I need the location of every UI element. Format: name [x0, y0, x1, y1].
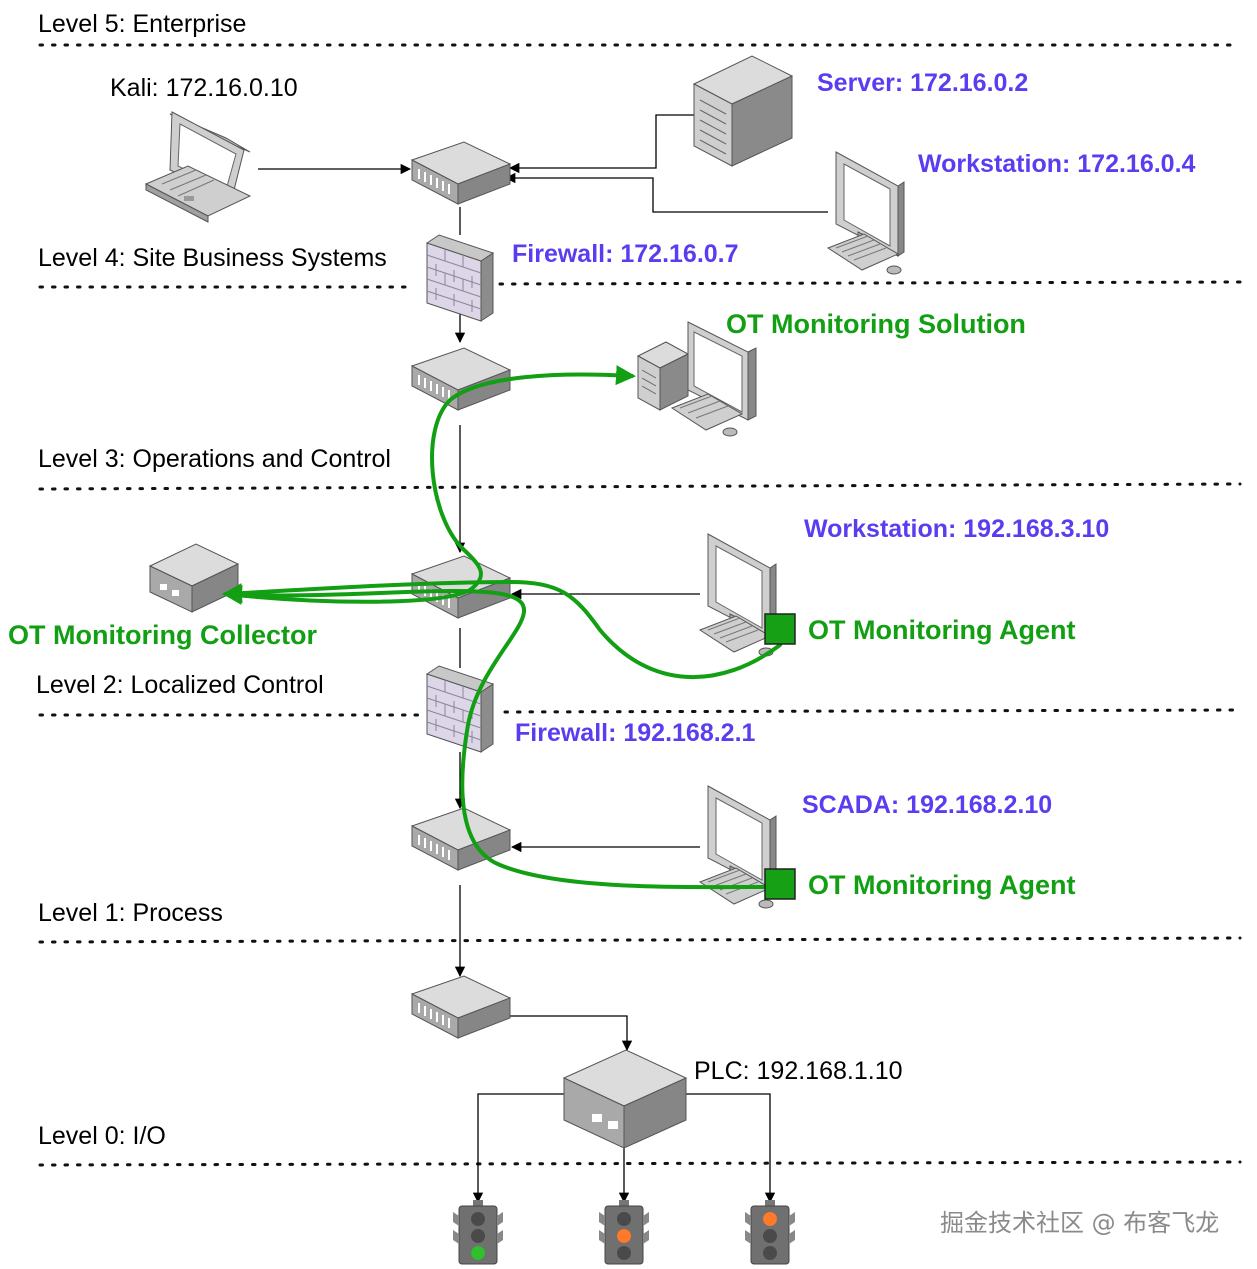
watermark: 掘金技术社区 @ 布客飞龙: [940, 1209, 1220, 1237]
level-separators: [38, 43, 1242, 1167]
ot-agent-box-2: [764, 868, 796, 900]
server-label: Server: 172.16.0.2: [817, 69, 1029, 97]
workstation-enterprise-label: Workstation: 172.16.0.4: [918, 150, 1196, 178]
level-0-label: Level 0: I/O: [38, 1122, 166, 1150]
level-5-label: Level 5: Enterprise: [38, 10, 247, 38]
firewall-bottom-label: Firewall: 192.168.2.1: [515, 719, 756, 747]
workstation-enterprise-icon: [827, 151, 905, 275]
workstation-ops-label: Workstation: 192.168.3.10: [804, 515, 1110, 543]
kali-label: Kali: 172.16.0.10: [110, 74, 298, 102]
level-4-label: Level 4: Site Business Systems: [38, 244, 387, 272]
firewall-top-icon: [426, 234, 494, 322]
ot-solution-pc-icon: [636, 321, 757, 437]
server-icon: [692, 55, 794, 167]
switch-l4-icon: [411, 347, 511, 411]
level-2-label: Level 2: Localized Control: [36, 671, 324, 699]
ot-solution-label: OT Monitoring Solution: [726, 309, 1026, 339]
ot-collector-label: OT Monitoring Collector: [8, 620, 317, 650]
ot-collector-icon: [148, 543, 240, 613]
level-1-label: Level 1: Process: [38, 899, 223, 927]
ot-flow-lines: [222, 365, 782, 890]
switch-l1-icon: [411, 975, 511, 1039]
switch-l5-icon: [411, 141, 511, 205]
traffic-light-2-icon: [598, 1199, 650, 1265]
scada-label: SCADA: 192.168.2.10: [802, 791, 1053, 819]
switch-l3-icon: [411, 555, 511, 619]
firewall-top-label: Firewall: 172.16.0.7: [512, 240, 739, 268]
ot-agent-box-1: [764, 613, 796, 645]
ot-agent-2-label: OT Monitoring Agent: [808, 870, 1076, 900]
plc-icon: [562, 1049, 688, 1149]
level-3-label: Level 3: Operations and Control: [38, 445, 391, 473]
ot-agent-1-label: OT Monitoring Agent: [808, 615, 1076, 645]
traffic-light-3-icon: [744, 1199, 796, 1265]
plc-label: PLC: 192.168.1.10: [694, 1057, 903, 1085]
traffic-light-1-icon: [452, 1199, 504, 1265]
laptop-icon: [144, 111, 252, 223]
